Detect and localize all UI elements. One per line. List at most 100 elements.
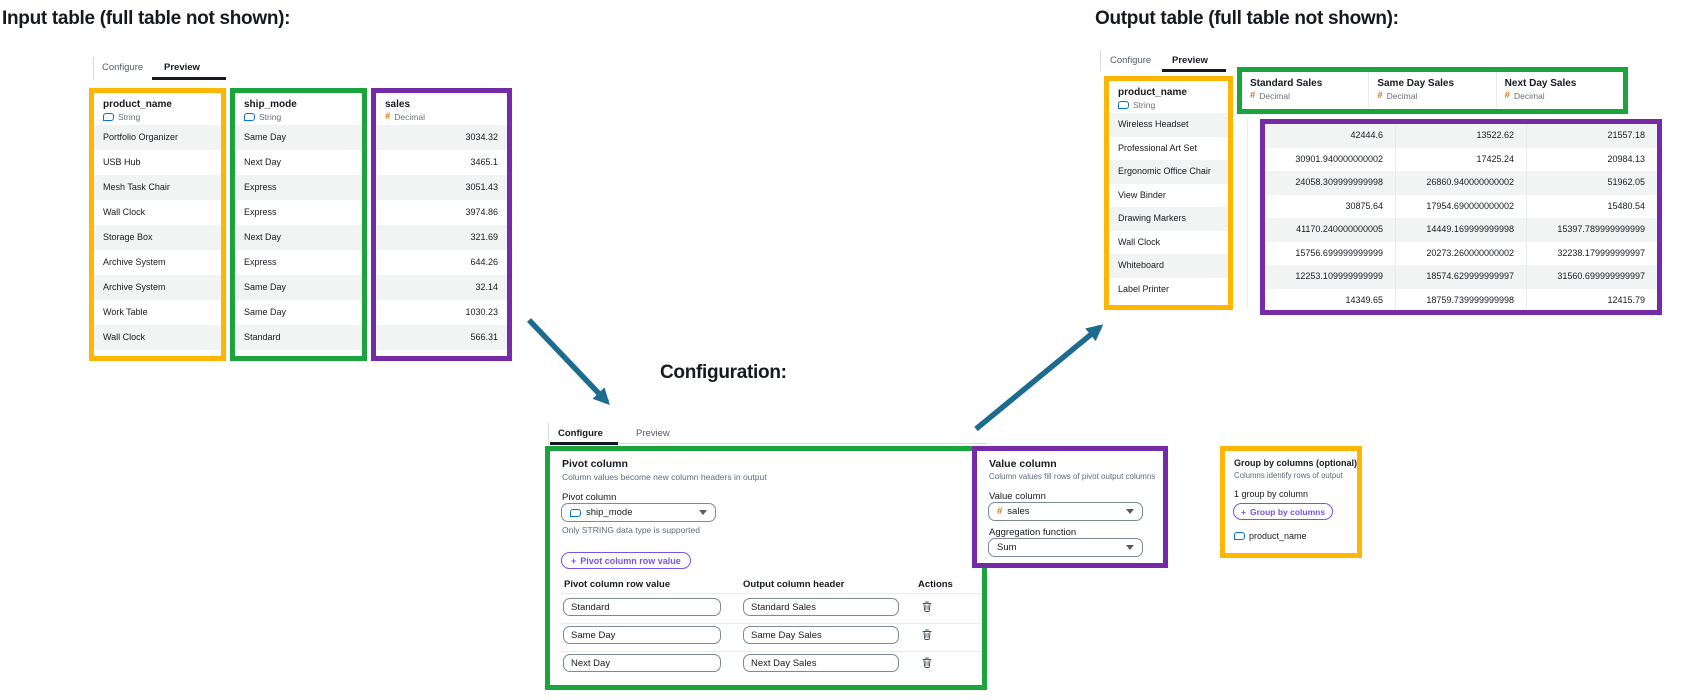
table-cell: Professional Art Set: [1118, 142, 1198, 153]
column-name: Same Day Sales: [1377, 78, 1455, 89]
decimal-type-icon: #: [997, 505, 1003, 517]
column-name: Next Day Sales: [1504, 78, 1577, 89]
table-cell: 3465.1: [470, 157, 498, 167]
tab-divider: [548, 423, 549, 445]
tab-divider: [93, 57, 94, 80]
column-header: product_name String: [1109, 81, 1228, 113]
table-cell: Label Printer: [1118, 283, 1170, 294]
group-by-columns-panel: Group by columns (optional) Columns iden…: [1220, 446, 1362, 558]
tab-row-border: [618, 443, 987, 444]
input-product-name-column: product_name String Portfolio Organizer …: [89, 88, 226, 361]
table-cell: Drawing Markers: [1109, 207, 1228, 231]
chevron-down-icon: [1126, 509, 1134, 514]
output-header-input[interactable]: [743, 626, 899, 644]
delete-row-trash-icon[interactable]: [922, 629, 932, 640]
chevron-down-icon: [1126, 545, 1134, 550]
table-cell: Wall Clock: [1118, 236, 1161, 247]
column-header: sales #Decimal: [376, 93, 507, 125]
input-tab-configure[interactable]: Configure: [102, 62, 144, 73]
active-tab-underline: [152, 77, 226, 80]
table-cell: 15756.699999999999: [1295, 247, 1383, 258]
table-cell: 17425.24: [1395, 147, 1526, 171]
table-cell: Wall Clock: [94, 325, 221, 350]
string-type-icon: [1118, 101, 1129, 109]
string-type-icon: [244, 113, 255, 121]
column-header-output-header: Output column header: [743, 579, 845, 590]
table-cell: 566.31: [376, 325, 507, 350]
pivot-column-select[interactable]: ship_mode: [561, 503, 716, 522]
output-tab-preview[interactable]: Preview: [1172, 55, 1208, 66]
table-cell: Express: [235, 175, 362, 200]
config-tab-preview[interactable]: Preview: [636, 428, 670, 439]
group-by-count: 1 group by column: [1234, 489, 1309, 499]
table-cell: 21557.18: [1526, 124, 1657, 148]
plus-icon: +: [1241, 506, 1246, 517]
table-cell: 51962.05: [1526, 171, 1657, 195]
output-table-title: Output table (full table not shown):: [1095, 8, 1399, 29]
table-cell: Wireless Headset: [1109, 113, 1228, 137]
table-cell: 24058.309999999998: [1295, 177, 1383, 187]
column-type-label: Decimal: [1386, 91, 1418, 101]
panel-description: Columns identify rows of output: [1234, 471, 1343, 480]
column-header: Next Day Sales #Decimal: [1495, 72, 1623, 109]
input-tab-preview[interactable]: Preview: [164, 62, 200, 73]
table-cell: Next Day: [244, 157, 282, 167]
decimal-type-icon: #: [1250, 90, 1256, 101]
pivot-row-value-input[interactable]: [563, 626, 721, 644]
output-header-input[interactable]: [743, 598, 899, 616]
active-tab-underline: [550, 442, 618, 445]
table-cell: 18759.739999999998: [1395, 288, 1526, 310]
delete-row-trash-icon[interactable]: [922, 601, 932, 612]
output-product-name-column: product_name String Wireless Headset Pro…: [1104, 76, 1233, 310]
table-cell: 3051.43: [376, 175, 507, 200]
column-type-label: Decimal: [1513, 91, 1545, 101]
table-cell: 13522.62: [1395, 124, 1526, 148]
table-cell: Archive System: [103, 257, 166, 267]
value-column-panel: Value column Column values fill rows of …: [972, 446, 1168, 568]
table-row: 14349.65 18759.739999999998 12415.79: [1265, 288, 1657, 310]
arrow-input-to-config: [527, 318, 610, 405]
chevron-down-icon: [699, 510, 707, 515]
add-group-by-button[interactable]: + Group by columns: [1233, 503, 1334, 520]
pivot-row-value-input[interactable]: [563, 654, 721, 672]
table-cell: Archive System: [94, 275, 221, 300]
aggregation-function-select[interactable]: Sum: [988, 538, 1143, 557]
table-cell: Storage Box: [94, 225, 221, 250]
table-cell: 12253.109999999999: [1295, 271, 1383, 281]
table-cell: 17954.690000000002: [1395, 194, 1526, 218]
table-cell: 30901.940000000002: [1295, 153, 1383, 164]
table-cell: Wall Clock: [103, 207, 146, 217]
table-cell: 644.26: [470, 257, 498, 267]
table-cell: 1030.23: [465, 307, 498, 317]
add-pivot-row-value-button[interactable]: + Pivot column row value: [561, 552, 691, 569]
column-type-label: Decimal: [1259, 91, 1290, 101]
panel-title: Value column: [989, 458, 1057, 470]
decimal-type-icon: #: [1377, 90, 1383, 101]
decimal-type-icon: #: [385, 111, 391, 122]
pivot-row-value-input[interactable]: [563, 598, 721, 616]
table-cell: 20273.260000000002: [1395, 241, 1526, 265]
table-cell: Whiteboard: [1109, 254, 1228, 278]
table-cell: 15480.54: [1526, 194, 1657, 218]
table-cell: Mesh Task Chair: [94, 175, 221, 200]
column-name: product_name: [103, 99, 172, 110]
decimal-type-icon: #: [1504, 90, 1510, 101]
column-name: ship_mode: [244, 99, 297, 110]
value-column-select[interactable]: # sales: [988, 502, 1143, 521]
input-table-title: Input table (full table not shown):: [2, 8, 291, 29]
column-type-label: String: [118, 112, 141, 122]
output-header-input[interactable]: [743, 654, 899, 672]
aggregation-function-label: Aggregation function: [989, 527, 1077, 538]
column-divider: [1247, 118, 1248, 308]
input-ship-mode-column: ship_mode String Same Day Next Day Expre…: [230, 88, 367, 361]
pivot-column-hint: Only STRING data type is supported: [562, 525, 700, 535]
output-tab-configure[interactable]: Configure: [1110, 55, 1152, 66]
config-tab-configure[interactable]: Configure: [558, 428, 603, 439]
delete-row-trash-icon[interactable]: [922, 657, 932, 668]
table-cell: 14349.65: [1345, 294, 1383, 305]
column-type-label: String: [1133, 100, 1156, 110]
panel-title: Pivot column: [562, 458, 628, 470]
table-cell: 26860.940000000002: [1395, 171, 1526, 195]
panel-title: Group by columns (optional): [1234, 458, 1357, 468]
row-separator: [561, 651, 981, 652]
